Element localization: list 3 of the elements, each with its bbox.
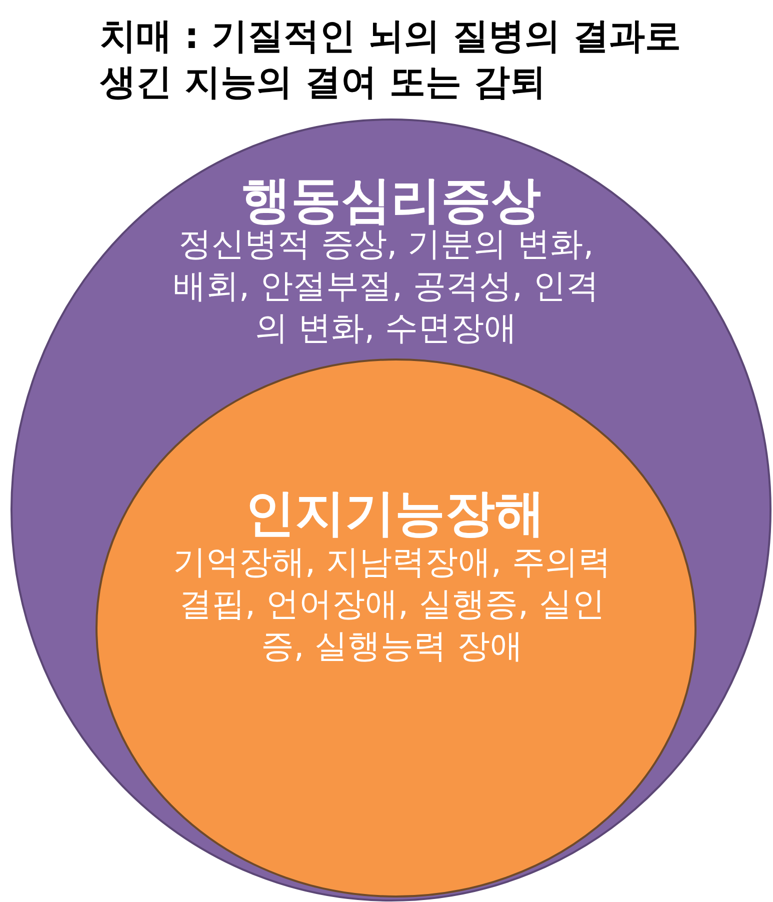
circle-heading: 인지기능장해 — [244, 483, 546, 543]
circle-text: 기억장해, 지남력장애, 주의력결핍, 언어장애, 실행증, 실인증, 실행능력 장애 — [172, 541, 612, 667]
diagram-title: 치매 : 기질적인 뇌의 질병의 결과로 생긴 지능의 결여 또는 감퇴 — [100, 15, 682, 105]
